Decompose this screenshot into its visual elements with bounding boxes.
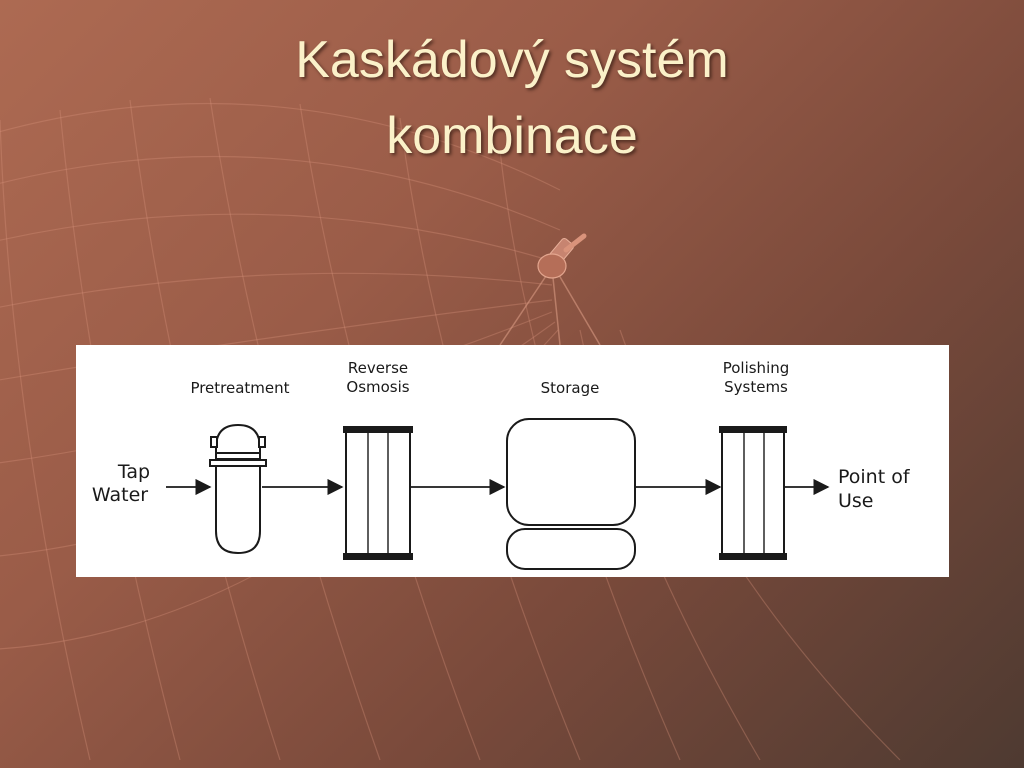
process-flow-diagram: Tap Water Pretreatment Reverse Osmosis S…	[76, 345, 949, 577]
process-flow-svg: Tap Water Pretreatment Reverse Osmosis S…	[92, 359, 911, 570]
input-label-line-2: Water	[92, 484, 148, 506]
stage-polishing-label-line-2: Systems	[724, 378, 788, 396]
pretreatment-vessel-icon	[209, 423, 267, 555]
stage-pretreatment-label: Pretreatment	[190, 379, 289, 397]
stage-reverse-osmosis-label-line-2: Osmosis	[346, 378, 409, 396]
slide-title-line-1: Kaskádový systém	[295, 31, 729, 89]
stage-polishing-label-line-1: Polishing	[723, 359, 790, 377]
storage-tank-icon	[506, 418, 636, 570]
output-label-line-2: Use	[838, 490, 874, 512]
slide-title-line-2: kombinace	[386, 107, 638, 165]
stage-reverse-osmosis-label-line-1: Reverse	[348, 359, 408, 377]
input-label-line-1: Tap	[117, 461, 150, 483]
polishing-system-icon	[719, 426, 787, 560]
stage-storage-label: Storage	[541, 379, 600, 397]
output-label-line-1: Point of	[838, 466, 911, 488]
reverse-osmosis-membrane-icon	[343, 426, 413, 560]
slide-title: Kaskádový systém kombinace	[112, 22, 912, 174]
